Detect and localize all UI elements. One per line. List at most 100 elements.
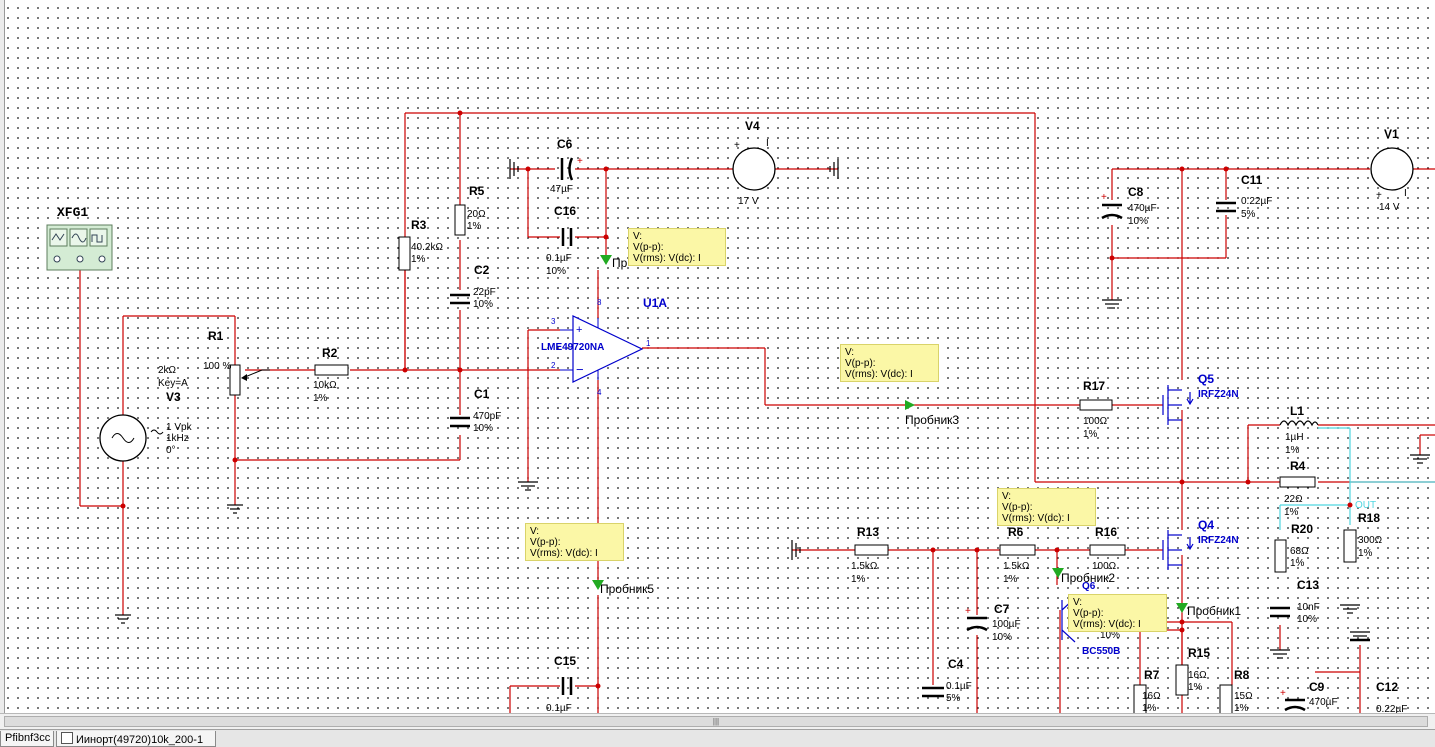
r3-value: 40.2kΩ <box>411 242 443 253</box>
r13-ref: R13 <box>857 525 879 539</box>
r5-value: 20Ω <box>467 209 486 220</box>
scrollbar-grip: ||| <box>712 717 720 726</box>
probe5-vpp: V(p-p): <box>530 537 561 548</box>
c4-value: 0.1µF <box>946 681 972 692</box>
r-partial-tol: 10% <box>1100 630 1120 641</box>
probe1-readout[interactable]: V: V(p-p): V(rms): V(dc): I <box>1068 594 1167 632</box>
c11-ref: C11 <box>1241 173 1263 187</box>
r3-tol: 1% <box>411 254 426 265</box>
opamp-u1a: + − <box>560 315 644 383</box>
r4-ref: R4 <box>1290 459 1306 473</box>
r2-ref: R2 <box>322 346 338 360</box>
c1-tol: 10% <box>473 423 493 434</box>
v3-freq: 1kHz <box>166 433 189 444</box>
r15-tol: 1% <box>1188 682 1203 693</box>
grounds <box>115 159 1430 659</box>
probe2-label: Пробник2 <box>1061 571 1115 585</box>
probe2-v: V: <box>1002 491 1012 502</box>
q4-part: IRFZ24N <box>1198 535 1239 546</box>
c13-tol: 10% <box>1297 614 1317 625</box>
r2-tol: 1% <box>313 393 328 404</box>
l1-value: 1µH <box>1285 432 1304 443</box>
probe3-readout[interactable]: V: V(p-p): V(rms): V(dc): I <box>840 344 939 382</box>
source-polarity: +I +I <box>734 138 1407 201</box>
c9-ref: C9 <box>1309 680 1325 694</box>
wires <box>79 112 1435 713</box>
r1-value: 2kΩ <box>158 365 177 376</box>
r18-value: 300Ω <box>1358 535 1383 546</box>
l1-ref: L1 <box>1290 404 1304 418</box>
v3-amp: 1 Vpk <box>166 422 193 433</box>
u1a-pin1: 1 <box>646 339 651 348</box>
r6-value: 1.5kΩ <box>1003 561 1030 572</box>
u1a-ref: U1A <box>643 296 667 310</box>
c15-value: 0.1µF <box>546 703 572 713</box>
probe2-vrms: V(rms): V(dc): I <box>1002 513 1070 524</box>
u1a-pin3: 3 <box>551 317 556 326</box>
probe4-readout[interactable]: V: V(p-p): V(rms): V(dc): I <box>628 228 726 266</box>
schematic-canvas[interactable]: + + + + +I +I + − <box>0 0 1435 713</box>
c11-value: 0.22µF <box>1241 196 1272 207</box>
v3-ref: V3 <box>166 390 181 404</box>
r7-value: 16Ω <box>1142 691 1161 702</box>
r7-tol: 1% <box>1142 703 1157 713</box>
r20-value: 68Ω <box>1290 546 1309 557</box>
svg-text:+: + <box>1376 190 1382 201</box>
r15-value: 16Ω <box>1188 670 1207 681</box>
svg-text:+: + <box>965 606 971 617</box>
canvas-left-border <box>0 0 5 713</box>
probe2-readout[interactable]: V: V(p-p): V(rms): V(dc): I <box>997 488 1096 526</box>
r8-ref: R8 <box>1234 668 1250 682</box>
c7-tol: 10% <box>992 632 1012 643</box>
tab-document-1[interactable]: Pfibnf3cc <box>0 731 54 747</box>
probe3-vpp: V(p-p): <box>845 358 876 369</box>
probe1-vrms: V(rms): V(dc): I <box>1073 619 1141 630</box>
probe5-readout[interactable]: V: V(p-p): V(rms): V(dc): I <box>525 523 624 561</box>
out-label: OUT <box>1355 500 1376 511</box>
c16-ref: C16 <box>554 204 576 218</box>
c4-ref: C4 <box>948 657 964 671</box>
c15-ref: C15 <box>554 654 576 668</box>
svg-text:+: + <box>577 156 583 167</box>
scrollbar-thumb[interactable]: ||| <box>4 716 1428 727</box>
r20-ref: R20 <box>1291 522 1313 536</box>
svg-text:−: − <box>576 362 584 377</box>
probe4-v: V: <box>633 231 643 242</box>
c12-value: 0.22µF <box>1376 704 1407 713</box>
svg-text:+: + <box>576 324 582 336</box>
r16-ref: R16 <box>1095 525 1117 539</box>
r17-value: 100Ω <box>1083 416 1108 427</box>
sources <box>99 147 1414 462</box>
c16-tol: 10% <box>546 266 566 277</box>
r4-tol: 1% <box>1284 507 1299 518</box>
r13-tol: 1% <box>851 574 866 585</box>
c2-tol: 10% <box>473 299 493 310</box>
tab-document-2[interactable]: Иинорт(49720)10k_200-1 <box>56 731 216 747</box>
c7-ref: C7 <box>994 602 1010 616</box>
c7-value: 100µF <box>992 619 1021 630</box>
probe-markers <box>592 255 1188 613</box>
xfg1-label: XFG1 <box>57 205 88 220</box>
r1-wiper-arrow <box>241 374 247 381</box>
r1-wiper <box>244 369 270 378</box>
document-tabs: Pfibnf3cc Иинорт(49720)10k_200-1 <box>0 729 1435 747</box>
probe4-vrms: V(rms): V(dc): I <box>633 253 701 264</box>
r8-tol: 1% <box>1234 703 1249 713</box>
tab-label: Иинорт(49720)10k_200-1 <box>76 734 204 746</box>
probe3-vrms: V(rms): V(dc): I <box>845 369 913 380</box>
r15-ref: R15 <box>1188 646 1210 660</box>
q5-part: IRFZ24N <box>1198 389 1239 400</box>
probe3-v: V: <box>845 347 855 358</box>
r16-value: 100Ω <box>1092 561 1117 572</box>
u1a-pin4: 4 <box>597 388 602 397</box>
labels: XFG1 R1 100 % 2kΩ Key=A V3 1 Vpk 1kHz 0°… <box>57 119 1407 713</box>
c2-ref: C2 <box>474 263 490 277</box>
schematic-drawing: + + + + +I +I + − <box>46 110 1435 713</box>
mosfets <box>1162 385 1194 570</box>
v4-value: 17 V <box>738 196 759 207</box>
c4-tol: 5% <box>946 693 961 704</box>
l1-tol: 1% <box>1285 445 1300 456</box>
probe5-label: Пробник5 <box>600 582 654 596</box>
tab-label: Pfibnf3cc <box>5 732 51 744</box>
horizontal-scrollbar[interactable]: ||| <box>0 713 1435 729</box>
